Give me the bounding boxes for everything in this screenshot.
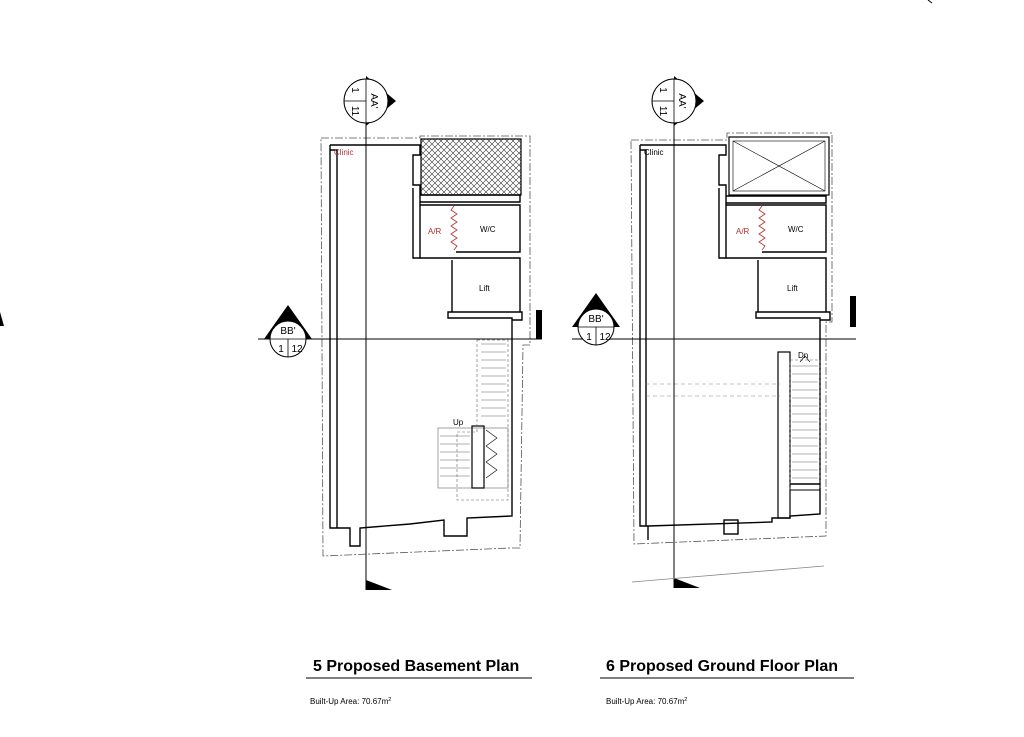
svg-text:BB': BB' — [588, 314, 603, 325]
built-up-area-basement: Built-Up Area: 70.67m2 — [310, 697, 391, 706]
room-label-clinic: Clinic — [644, 148, 664, 157]
staircase — [777, 351, 821, 519]
built-up-area-ground-floor: Built-Up Area: 70.67m2 — [606, 697, 687, 706]
street-edge-line — [631, 565, 825, 583]
skylight-void — [728, 136, 830, 196]
section-arrow-aa-bottom — [366, 580, 392, 590]
svg-text:AA': AA' — [368, 93, 379, 108]
section-tag-aa: AA' 1 11 — [651, 76, 704, 126]
room-label-ar: A/R — [736, 227, 750, 236]
site-boundary — [320, 135, 531, 557]
ar-zigzag-symbol — [450, 205, 458, 251]
section-arrow-aa-bottom — [674, 578, 700, 588]
stair-label-up: Up — [453, 418, 464, 427]
section-tag-bb: BB' 1 12 — [264, 305, 312, 358]
section-tag-aa: AA' 1 11 — [343, 76, 396, 126]
basement-plan: Clinic A/R W/C Lift Up AA' 1 11 BB' 1 1 — [258, 76, 542, 706]
svg-text:11: 11 — [349, 106, 360, 117]
section-tag-bb: BB' 1 12 — [572, 293, 620, 346]
plan-title-ground-floor: 6 Proposed Ground Floor Plan — [606, 658, 838, 675]
section-arrow-bb-right — [850, 296, 856, 327]
room-label-wc: W/C — [480, 225, 496, 234]
room-label-lift: Lift — [479, 284, 490, 293]
plan-title-basement: 5 Proposed Basement Plan — [313, 658, 519, 675]
stair-label-dn: Dn — [798, 351, 808, 360]
room-label-lift: Lift — [787, 284, 798, 293]
svg-text:1: 1 — [278, 344, 284, 355]
svg-text:AA': AA' — [676, 93, 687, 108]
svg-text:BB': BB' — [280, 326, 295, 337]
walls — [639, 144, 831, 540]
section-arrow-bb-right — [536, 310, 542, 339]
edge-tick-mark — [927, 0, 933, 4]
service-shaft-hatch — [420, 138, 522, 196]
edge-arrow-mark — [0, 312, 4, 326]
room-label-wc: W/C — [788, 225, 804, 234]
overhead-dashed-lines — [646, 383, 780, 397]
ground-floor-plan: Clinic A/R W/C Lift Dn AA' 1 11 BB' 1 12 — [572, 76, 856, 706]
svg-text:1: 1 — [657, 87, 668, 93]
svg-text:1: 1 — [349, 87, 360, 93]
svg-text:1: 1 — [586, 332, 592, 343]
site-boundary — [630, 132, 833, 545]
ar-zigzag-symbol — [758, 205, 766, 251]
svg-text:12: 12 — [291, 344, 303, 355]
staircase — [437, 339, 509, 501]
svg-text:11: 11 — [657, 106, 668, 117]
room-label-clinic: Clinic — [334, 148, 354, 157]
room-label-ar: A/R — [428, 227, 442, 236]
walls — [329, 144, 523, 547]
svg-text:12: 12 — [599, 332, 611, 343]
